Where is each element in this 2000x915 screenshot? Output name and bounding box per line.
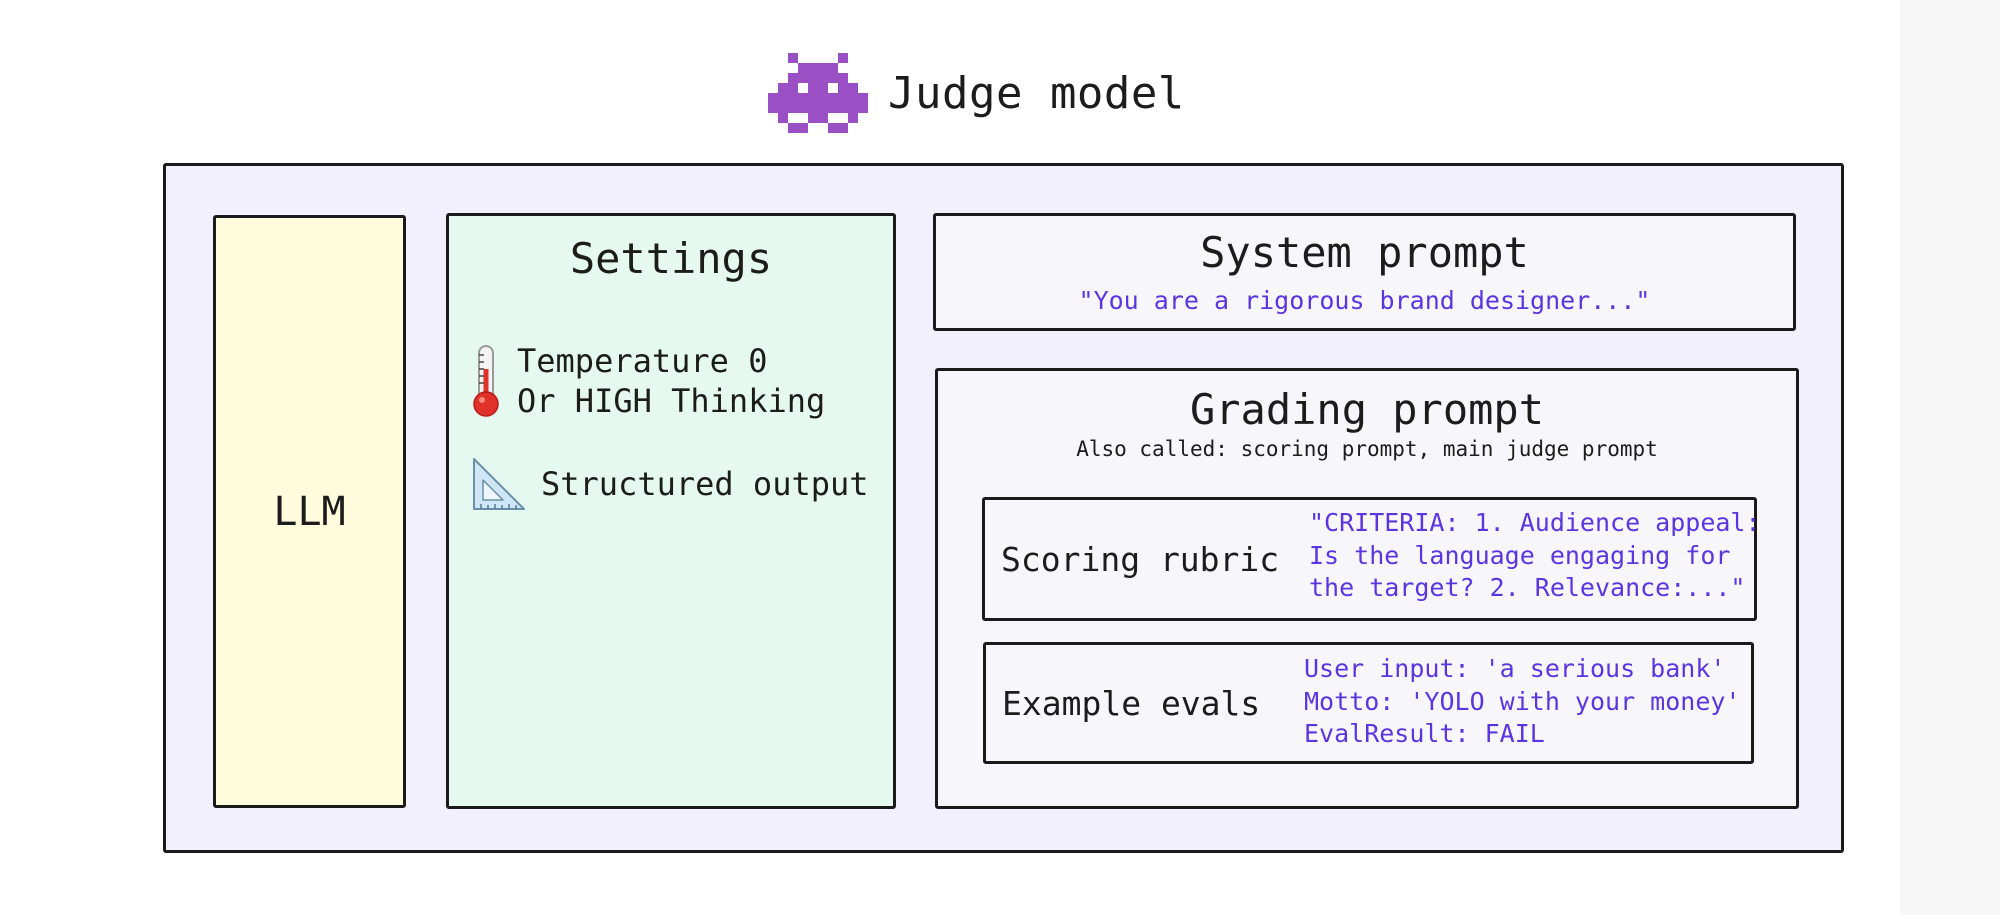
rubric-line: "CRITERIA: 1. Audience appeal:	[1309, 508, 1761, 537]
structured-output-label: Structured output	[541, 465, 869, 503]
system-prompt-box: System prompt "You are a rigorous brand …	[933, 213, 1796, 331]
rubric-line: the target? 2. Relevance:..."	[1309, 573, 1746, 602]
grading-prompt-title: Grading prompt	[1189, 385, 1544, 434]
example-evals-label: Example evals	[1002, 683, 1261, 723]
right-margin-strip	[1900, 0, 2000, 915]
thermometer-icon	[473, 345, 499, 417]
example-eval-line: Motto: 'YOLO with your money'	[1304, 686, 1741, 716]
structured-output-setting: Structured output	[471, 456, 869, 512]
scoring-rubric-text: "CRITERIA: 1. Audience appeal: Is the la…	[1309, 507, 1761, 605]
example-eval-line: User input: 'a serious bank'	[1304, 654, 1726, 683]
example-evals-box: Example evals User input: 'a serious ban…	[983, 642, 1754, 764]
grading-prompt-subtitle: Also called: scoring prompt, main judge …	[1076, 437, 1658, 461]
alien-monster-icon	[768, 53, 868, 133]
diagram-title: Judge model	[768, 48, 1185, 138]
thinking-label: Or HIGH Thinking	[517, 382, 826, 420]
example-evals-text: User input: 'a serious bank' Motto: 'YOL…	[1304, 653, 1741, 751]
scoring-rubric-box: Scoring rubric "CRITERIA: 1. Audience ap…	[982, 497, 1761, 621]
settings-title: Settings	[569, 234, 773, 283]
settings-box: Settings Temperature 0 Or HIGH Thinking	[446, 213, 896, 809]
rubric-line: Is the language engaging for	[1309, 540, 1731, 570]
temperature-label: Temperature 0	[517, 342, 768, 380]
system-prompt-title: System prompt	[1200, 228, 1529, 277]
title-text: Judge model	[888, 67, 1185, 119]
llm-label: LLM	[273, 488, 346, 535]
scoring-rubric-label: Scoring rubric	[1001, 539, 1280, 579]
llm-box: LLM	[213, 215, 406, 808]
system-prompt-quote: "You are a rigorous brand designer..."	[1078, 286, 1651, 315]
temperature-setting: Temperature 0 Or HIGH Thinking	[469, 341, 825, 421]
example-eval-line: EvalResult: FAIL	[1304, 719, 1545, 748]
triangular-ruler-icon	[473, 458, 525, 510]
